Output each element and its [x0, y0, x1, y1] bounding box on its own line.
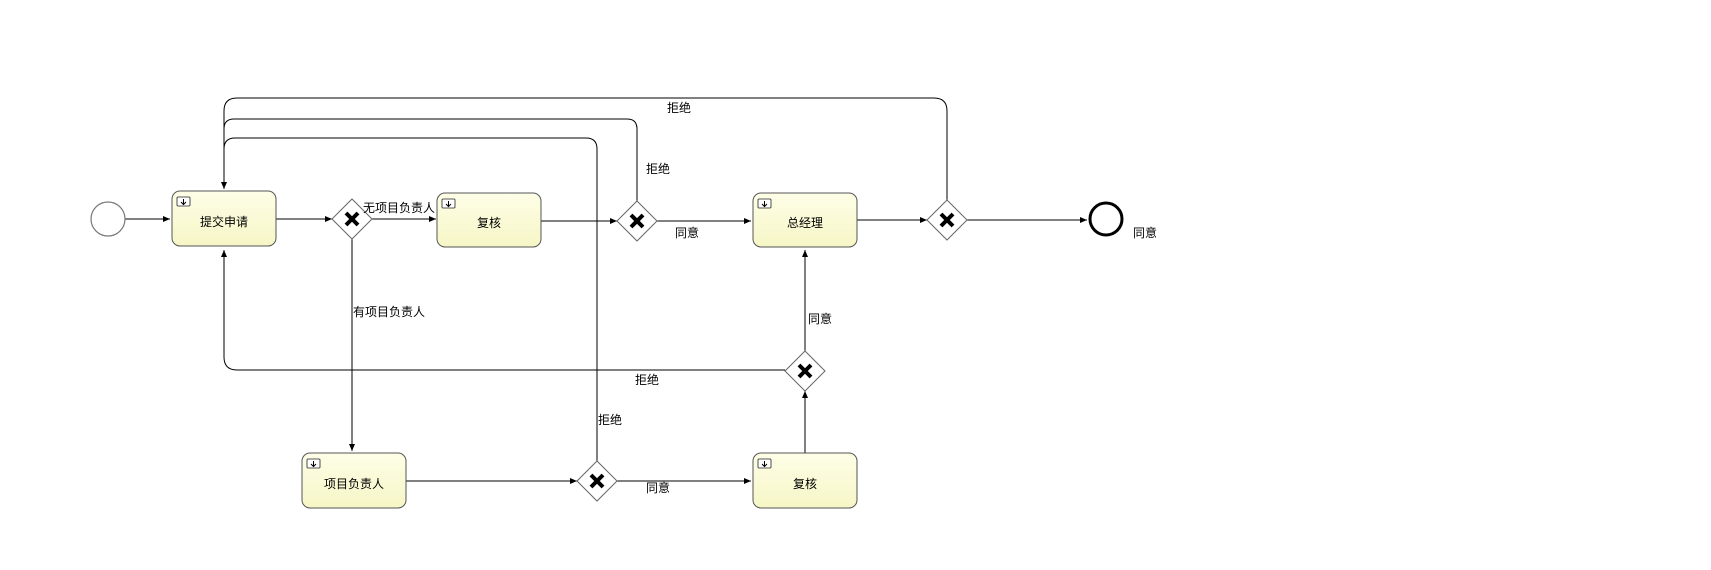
x-icon	[939, 212, 955, 228]
task-review-2[interactable]: 复核	[752, 452, 858, 509]
gateway-review2-decision[interactable]	[784, 350, 826, 392]
label-agree-gw3: 同意	[646, 480, 670, 495]
gateway-gm-decision[interactable]	[926, 199, 968, 241]
task-label: 复核	[477, 216, 501, 230]
task-submit-application[interactable]: 提交申请	[171, 190, 277, 247]
flow-gw3-to-submit	[223, 137, 598, 461]
flow-gw5-to-submit	[221, 250, 785, 371]
label-reject-gw2: 拒绝	[646, 161, 670, 176]
gateway-pm-decision[interactable]	[576, 460, 618, 502]
x-icon	[629, 213, 645, 229]
user-task-icon	[441, 198, 456, 209]
user-task-icon	[176, 196, 191, 207]
task-project-manager[interactable]: 项目负责人	[301, 452, 407, 509]
label-has-pm: 有项目负责人	[353, 305, 425, 319]
x-icon	[344, 211, 360, 227]
task-general-manager[interactable]: 总经理	[752, 192, 858, 248]
label-agree-end: 同意	[1133, 225, 1157, 240]
gateway-pm-check[interactable]	[331, 198, 373, 240]
start-event[interactable]	[90, 201, 126, 237]
task-label: 总经理	[787, 216, 823, 230]
label-agree-gw2: 同意	[675, 225, 699, 240]
user-task-icon	[757, 458, 772, 469]
user-task-icon	[757, 198, 772, 209]
label-reject-gw3: 拒绝	[598, 412, 622, 427]
label-reject-top: 拒绝	[667, 100, 691, 115]
gateway-review1-decision[interactable]	[616, 200, 658, 242]
task-label: 项目负责人	[324, 477, 384, 491]
task-review-1[interactable]: 复核	[436, 192, 542, 248]
flow-gw2-to-submit	[223, 118, 638, 201]
flow-gw4-to-submit	[221, 97, 948, 200]
label-agree-gw5: 同意	[808, 311, 832, 326]
end-event[interactable]	[1088, 201, 1124, 237]
task-label: 复核	[793, 477, 817, 491]
x-icon	[797, 363, 813, 379]
user-task-icon	[306, 458, 321, 469]
task-label: 提交申请	[200, 214, 248, 229]
label-reject-gw5: 拒绝	[635, 372, 659, 387]
x-icon	[589, 473, 605, 489]
label-no-pm: 无项目负责人	[363, 201, 435, 215]
